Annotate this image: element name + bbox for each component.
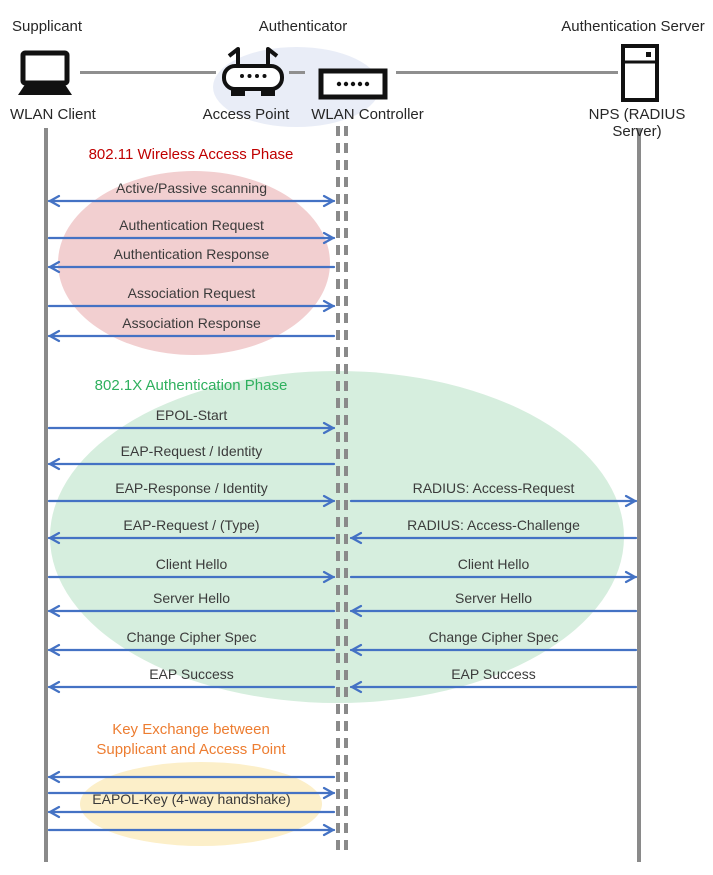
message-label: Server Hello bbox=[454, 590, 533, 606]
message-label: Change Cipher Spec bbox=[428, 629, 559, 645]
message-label: Change Cipher Spec bbox=[126, 629, 257, 645]
message-label: EAP-Response / Identity bbox=[115, 480, 268, 496]
message-arrow bbox=[47, 457, 336, 471]
message-arrow bbox=[47, 494, 336, 508]
device-label-nps-radius-server: NPS (RADIUS Server) bbox=[588, 106, 686, 140]
lifeline-supplicant bbox=[44, 128, 48, 862]
message-arrow bbox=[47, 260, 336, 274]
connector-line bbox=[80, 71, 216, 74]
server-icon bbox=[621, 44, 659, 102]
message-label: EAP-Request / (Type) bbox=[123, 517, 260, 533]
laptop-icon bbox=[18, 50, 72, 95]
message-arrow bbox=[349, 494, 638, 508]
message-label: RADIUS: Access-Challenge bbox=[407, 517, 580, 533]
message-arrow bbox=[349, 604, 638, 618]
message-label: EAP Success bbox=[451, 666, 536, 682]
message-arrow bbox=[47, 643, 336, 657]
device-label-wlan-client: WLAN Client bbox=[10, 106, 96, 123]
message-arrow bbox=[47, 604, 336, 618]
message-arrow bbox=[47, 329, 336, 343]
lifeline-authenticator-dashed-2 bbox=[344, 126, 348, 852]
message-label: EPOL-Start bbox=[155, 407, 228, 423]
lifeline-authentication-server bbox=[637, 128, 641, 862]
wireless-access-point-icon bbox=[222, 47, 284, 96]
message-label: Association Response bbox=[122, 315, 261, 331]
phase-title-key-exchange-line2: Supplicant and Access Point bbox=[96, 741, 286, 758]
wlan-controller-icon bbox=[318, 68, 388, 100]
message-label: Client Hello bbox=[457, 556, 530, 572]
message-arrow bbox=[349, 680, 638, 694]
message-arrow bbox=[349, 570, 638, 584]
message-arrow bbox=[47, 805, 336, 819]
role-label-authenticator: Authenticator bbox=[258, 18, 348, 35]
phase-title-key-exchange: Key Exchange between Supplicant and Acce… bbox=[45, 720, 337, 760]
message-label: Client Hello bbox=[155, 556, 228, 572]
phase-title-802-1x: 802.1X Authentication Phase bbox=[94, 377, 288, 394]
message-label: Server Hello bbox=[152, 590, 231, 606]
phase-title-key-exchange-line1: Key Exchange between bbox=[112, 721, 270, 738]
message-label: Association Request bbox=[127, 285, 256, 301]
message-arrow bbox=[47, 531, 336, 545]
message-arrow bbox=[47, 786, 336, 800]
message-arrow bbox=[47, 570, 336, 584]
message-arrow bbox=[349, 531, 638, 545]
message-label: EAP-Request / Identity bbox=[120, 443, 263, 459]
message-label: Authentication Response bbox=[113, 246, 270, 262]
message-arrow bbox=[47, 299, 336, 313]
message-arrow bbox=[349, 643, 638, 657]
message-arrow bbox=[47, 770, 336, 784]
message-arrow bbox=[47, 680, 336, 694]
role-label-supplicant: Supplicant bbox=[12, 18, 83, 35]
message-label: Authentication Request bbox=[119, 217, 264, 233]
message-label: Active/Passive scanning bbox=[116, 180, 267, 196]
connector-line bbox=[289, 71, 305, 74]
message-arrow bbox=[47, 194, 336, 208]
device-label-access-point: Access Point bbox=[202, 106, 290, 123]
message-label: EAP Success bbox=[149, 666, 234, 682]
phase-title-802-11: 802.11 Wireless Access Phase bbox=[88, 146, 294, 163]
role-label-authentication-server: Authentication Server bbox=[561, 18, 705, 35]
message-arrow bbox=[47, 231, 336, 245]
message-label: EAPOL-Key (4-way handshake) bbox=[92, 791, 291, 807]
connector-line bbox=[396, 71, 618, 74]
message-arrow bbox=[47, 823, 336, 837]
message-arrow bbox=[47, 421, 336, 435]
message-label: RADIUS: Access-Request bbox=[412, 480, 575, 496]
device-label-wlan-controller: WLAN Controller bbox=[311, 106, 424, 123]
lifeline-authenticator-dashed-1 bbox=[336, 126, 340, 852]
